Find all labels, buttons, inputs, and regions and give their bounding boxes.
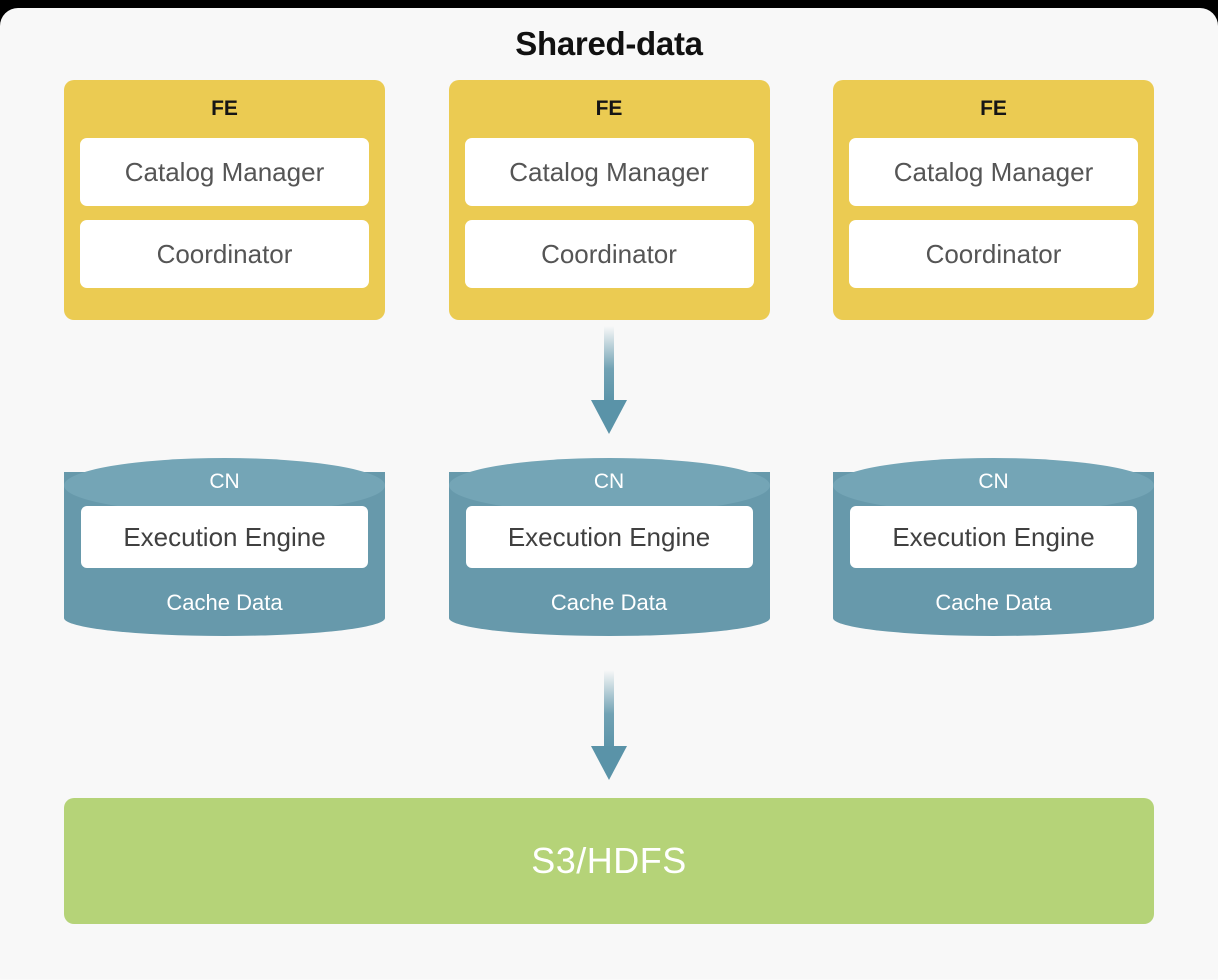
cn-node-2-cylinder-top (448, 458, 770, 513)
fe-node-1-title: FE (211, 97, 238, 120)
cn-node-2-execution-engine[interactable]: Execution Engine (465, 506, 753, 568)
cn-node-3-cylinder-top (833, 458, 1154, 513)
fe-tier-row: FE Catalog Manager Coordinator FE Catalo… (64, 80, 1154, 320)
arrow-down-icon-cn-to-storage (591, 670, 627, 780)
cn-node-3-content: CN Execution Engine Cache Data (833, 458, 1154, 650)
fe-node-1-catalog-manager[interactable]: Catalog Manager (80, 138, 369, 206)
cn-tier-row: CN Execution Engine Cache Data CN Execut… (64, 458, 1154, 650)
cn-node-3-cache-data: Cache Data (935, 590, 1052, 615)
cn-node-2-content: CN Execution Engine Cache Data (449, 458, 770, 650)
cn-node-2-title: CN (593, 470, 625, 493)
cn-node-1-execution-engine[interactable]: Execution Engine (81, 506, 368, 568)
diagram-card: Shared-data FE Catalog Manager Coordinat… (0, 8, 1218, 980)
fe-node-2-title: FE (595, 97, 623, 120)
fe-node-2[interactable]: FE Catalog Manager Coordinator (448, 80, 770, 320)
fe-node-2-coordinator[interactable]: Coordinator (464, 220, 754, 288)
cn-node-1-cache-data: Cache Data (166, 590, 283, 615)
page-title: Shared-data (515, 25, 703, 62)
cn-node-3[interactable]: CN Execution Engine Cache Data (833, 458, 1154, 650)
fe-node-3-catalog-manager[interactable]: Catalog Manager (849, 138, 1138, 206)
cn-node-2[interactable]: CN Execution Engine Cache Data (448, 458, 770, 650)
arrow-down-icon-fe-to-cn (591, 326, 627, 434)
cn-node-3-title: CN (978, 470, 1009, 493)
fe-node-1-coordinator[interactable]: Coordinator (80, 220, 369, 288)
fe-node-2-catalog-manager[interactable]: Catalog Manager (464, 138, 754, 206)
cn-node-1-title: CN (209, 470, 240, 493)
storage-tier-s3-hdfs[interactable]: S3/HDFS (64, 798, 1154, 924)
cn-node-1[interactable]: CN Execution Engine Cache Data (64, 458, 385, 650)
fe-node-3-coordinator[interactable]: Coordinator (849, 220, 1138, 288)
fe-node-3[interactable]: FE Catalog Manager Coordinator (833, 80, 1154, 320)
cn-node-1-cylinder-top (64, 458, 385, 513)
storage-tier-label: S3/HDFS (531, 840, 687, 881)
cn-node-2-cache-data: Cache Data (550, 590, 668, 615)
cn-node-3-execution-engine[interactable]: Execution Engine (850, 506, 1137, 568)
cn-node-1-content: CN Execution Engine Cache Data (64, 458, 385, 650)
fe-node-3-title: FE (980, 97, 1007, 120)
fe-node-1[interactable]: FE Catalog Manager Coordinator (64, 80, 385, 320)
